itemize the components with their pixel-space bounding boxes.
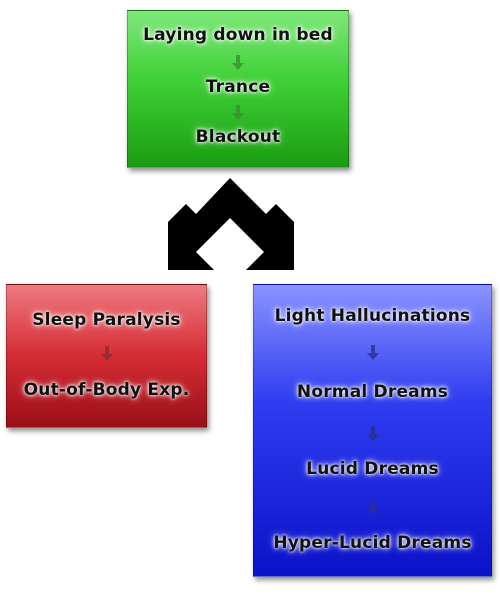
- step-normal-dreams: Normal Dreams: [296, 382, 449, 402]
- step-hyper-lucid-dreams: Hyper-Lucid Dreams: [273, 533, 472, 553]
- down-arrow-icon: [232, 105, 244, 120]
- step-blackout: Blackout: [195, 127, 281, 147]
- down-arrow-icon: [366, 426, 379, 441]
- step-sleep-paralysis: Sleep Paralysis: [32, 310, 181, 330]
- right-process-box: Light Hallucinations Normal Dreams Lucid…: [253, 284, 492, 577]
- down-arrow-icon: [100, 346, 113, 361]
- down-arrow-icon: [366, 499, 379, 514]
- split-arrow-icon: [168, 178, 294, 270]
- down-arrow-icon: [232, 55, 244, 70]
- step-laying-down: Laying down in bed: [143, 25, 333, 45]
- down-arrow-icon: [366, 345, 379, 360]
- top-process-box: Laying down in bed Trance Blackout: [127, 10, 349, 168]
- left-process-box: Sleep Paralysis Out-of-Body Exp.: [6, 284, 207, 428]
- step-out-of-body: Out-of-Body Exp.: [23, 380, 190, 400]
- step-trance: Trance: [205, 77, 271, 97]
- step-lucid-dreams: Lucid Dreams: [306, 459, 439, 479]
- step-light-hallucinations: Light Hallucinations: [274, 306, 471, 326]
